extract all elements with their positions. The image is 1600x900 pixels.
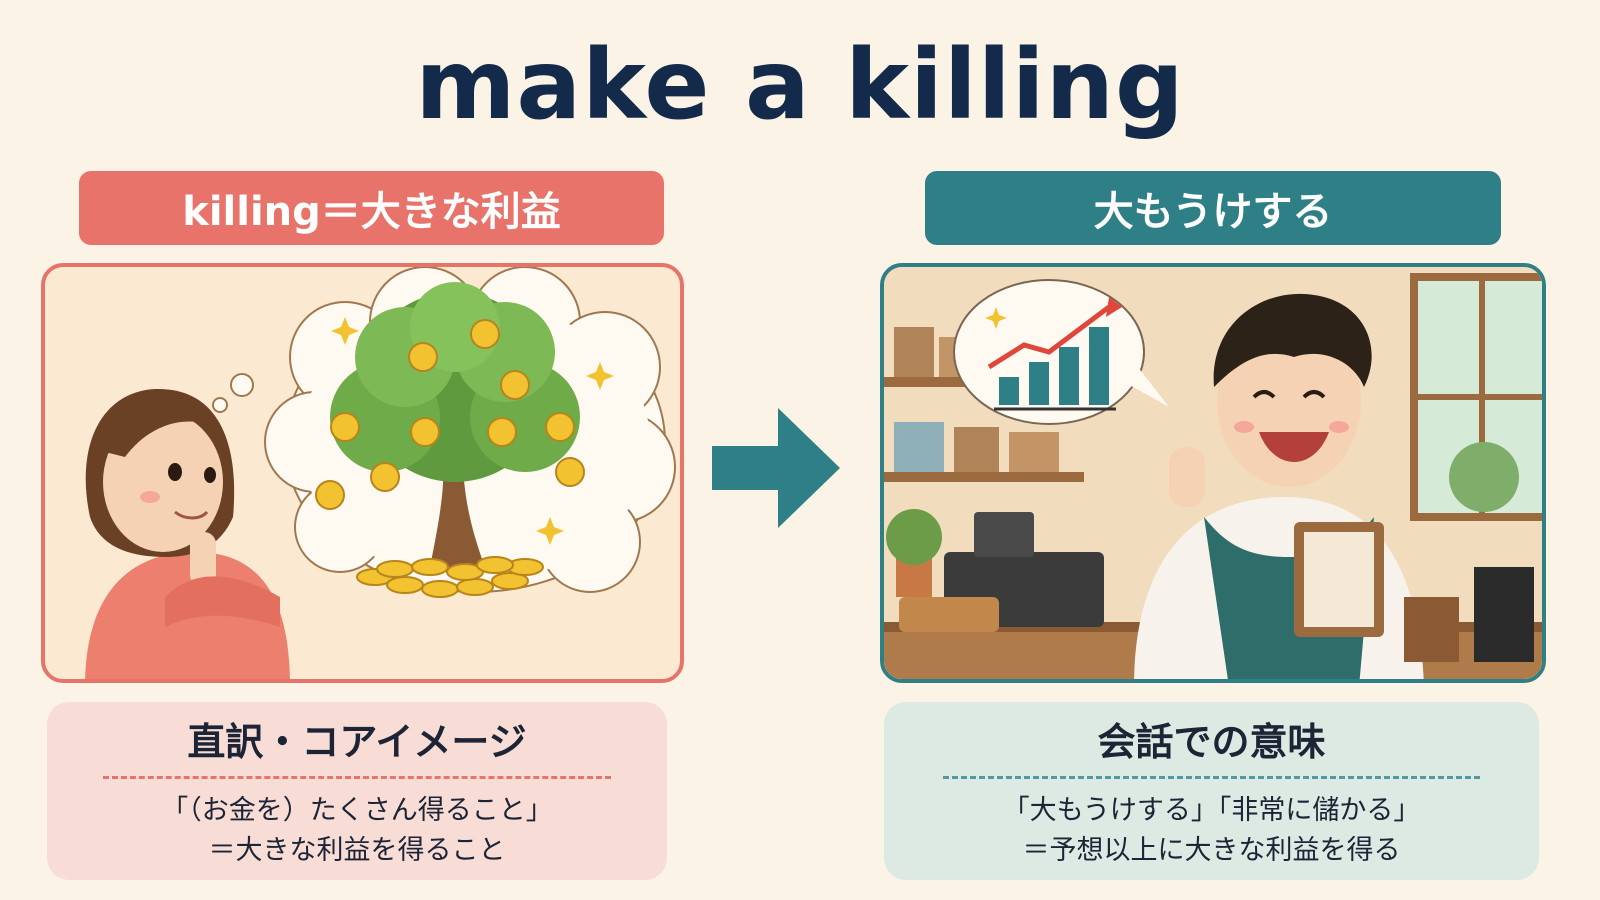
- right-banner: 大もうけする: [925, 171, 1501, 245]
- conversational-meaning-heading: 会話での意味: [1097, 720, 1326, 764]
- plant-icon: [886, 509, 942, 597]
- gold-coins: [315, 319, 585, 598]
- cash-register: [899, 512, 1104, 632]
- sparkle-icons: [331, 317, 614, 545]
- money-tree-illustration: [41, 263, 684, 683]
- conversational-meaning-line: ＝予想以上に大きな利益を得る: [1022, 835, 1401, 866]
- conversational-meaning-card: 会話での意味 「大もうけする」「非常に儲かる」 ＝予想以上に大きな利益を得る: [884, 702, 1539, 880]
- dashed-divider: [102, 776, 612, 779]
- shop-owner-character: [1134, 293, 1424, 679]
- literal-meaning-line: ＝大きな利益を得ること: [208, 835, 506, 866]
- shop-window: [1410, 273, 1542, 521]
- sales-growth-bubble: [953, 279, 1169, 425]
- product-bags: [1404, 567, 1534, 662]
- arrow-right-icon: [712, 408, 840, 528]
- literal-meaning-heading: 直訳・コアイメージ: [187, 720, 527, 764]
- shop-owner-illustration: [880, 263, 1546, 683]
- conversational-meaning-line: 「大もうけする」「非常に儲かる」: [1002, 795, 1421, 826]
- woman-character: [85, 388, 290, 679]
- literal-meaning-line: 「（お金を）たくさん得ること」: [161, 795, 553, 826]
- literal-meaning-card: 直訳・コアイメージ 「（お金を）たくさん得ること」 ＝大きな利益を得ること: [47, 702, 667, 880]
- dashed-divider: [942, 776, 1481, 779]
- left-banner: killing＝大きな利益: [79, 171, 664, 245]
- page-title: make a killing: [415, 29, 1185, 141]
